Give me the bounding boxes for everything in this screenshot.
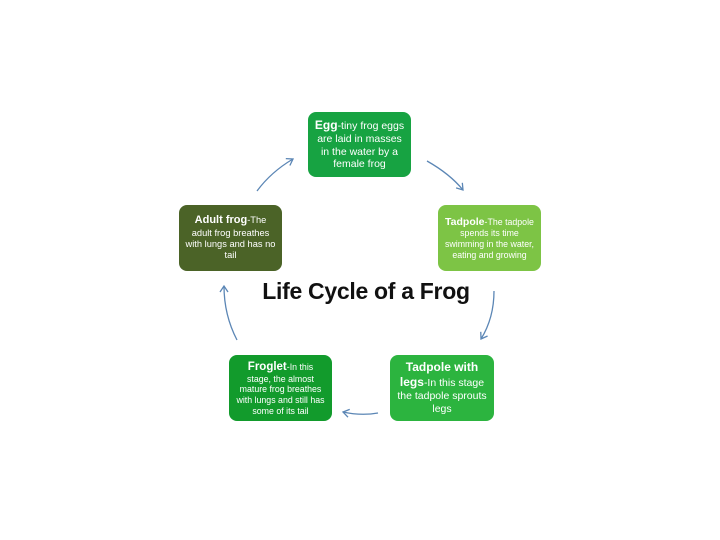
arrow-froglet-to-adult <box>219 284 238 341</box>
stage-tadpole-title: Tadpole <box>445 215 485 228</box>
stage-froglet-description: -In this stage, the almost mature frog b… <box>236 361 325 416</box>
arrow-adult-to-egg <box>256 157 295 192</box>
stage-tadpole-description: -The tadpole spends its time swimming in… <box>445 216 534 260</box>
stage-egg-box: Egg-tiny frog eggs are laid in masses in… <box>308 112 411 177</box>
arrow-tadpole-to-legs <box>480 290 495 340</box>
stage-adult-frog-box: Adult frog-The adult frog breathes with … <box>179 205 282 271</box>
stage-tadpole-with-legs-title: Tadpole with legs <box>399 360 479 390</box>
stage-egg-title: Egg <box>314 117 338 132</box>
stage-tadpole-box: Tadpole-The tadpole spends its time swim… <box>438 205 541 271</box>
stage-froglet-title: Froglet <box>247 360 287 373</box>
arrow-egg-to-tadpole <box>426 160 464 191</box>
arrow-legs-to-froglet <box>341 408 379 418</box>
diagram-title: Life Cycle of a Frog <box>262 278 470 304</box>
stage-egg-description: -tiny frog eggs are laid in masses in th… <box>317 119 405 171</box>
stage-froglet-box: Froglet-In this stage, the almost mature… <box>229 355 332 421</box>
stage-tadpole-with-legs-box: Tadpole with legs-In this stage the tadp… <box>390 355 494 421</box>
stage-adult-frog-title: Adult frog <box>194 214 248 227</box>
stage-tadpole-with-legs-description: -In this stage the tadpole sprouts legs <box>397 377 487 415</box>
stage-adult-frog-description: -The adult frog breathes with lungs and … <box>185 215 276 261</box>
